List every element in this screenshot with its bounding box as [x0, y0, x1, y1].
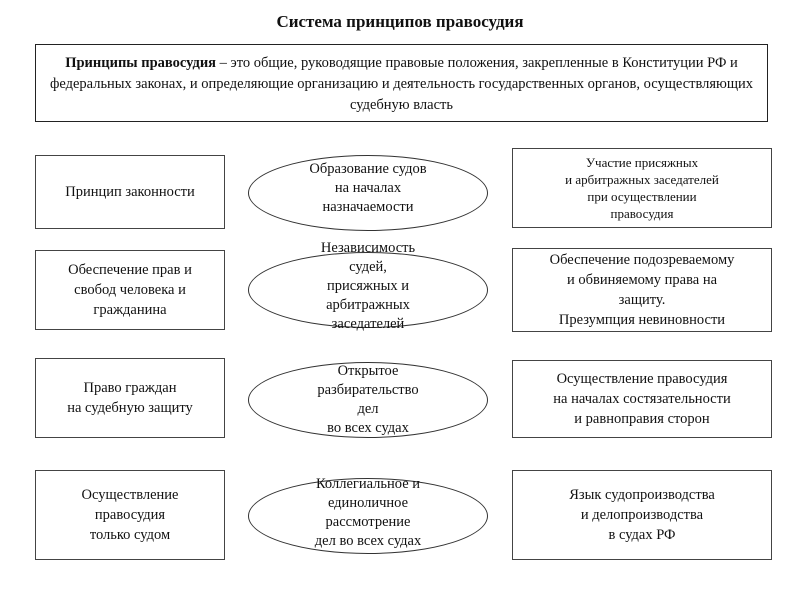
principle-rights-freedoms: Обеспечение прав и свобод человека и гра… [35, 250, 225, 330]
ellipse-shape [248, 362, 488, 438]
ellipse-shape [248, 478, 488, 554]
principle-judicial-protection: Право граждан на судебную защиту [35, 358, 225, 438]
definition-term: Принципы правосудия [65, 55, 217, 71]
definition-box: Принципы правосудия – это общие, руковод… [35, 44, 768, 122]
diagram-title: Система принципов правосудия [276, 12, 524, 31]
principle-language: Язык судопроизводства и делопроизводства… [512, 470, 772, 560]
principle-legality: Принцип законности [35, 155, 225, 229]
principle-right-to-defense: Обеспечение подозреваемому и обвиняемому… [512, 248, 772, 332]
principle-jury-participation: Участие присяжных и арбитражных заседате… [512, 148, 772, 228]
definition-text: – это общие, руководящие правовые положе… [49, 55, 754, 113]
ellipse-shape [248, 252, 488, 328]
principle-open-trial: Открытое разбирательство дел во всех суд… [317, 363, 419, 436]
principle-judge-independence: Независимость судей, присяжных и арбитра… [320, 240, 416, 332]
ellipse-shape [248, 155, 488, 231]
principle-adversarial: Осуществление правосудия на началах сост… [512, 360, 772, 438]
principle-collegial-consideration: Коллегиальное и единоличное рассмотрение… [314, 476, 422, 549]
principle-court-appointment: Образование судов на началах назначаемос… [309, 161, 427, 215]
principle-justice-by-court-only: Осуществление правосудия только судом [35, 470, 225, 560]
